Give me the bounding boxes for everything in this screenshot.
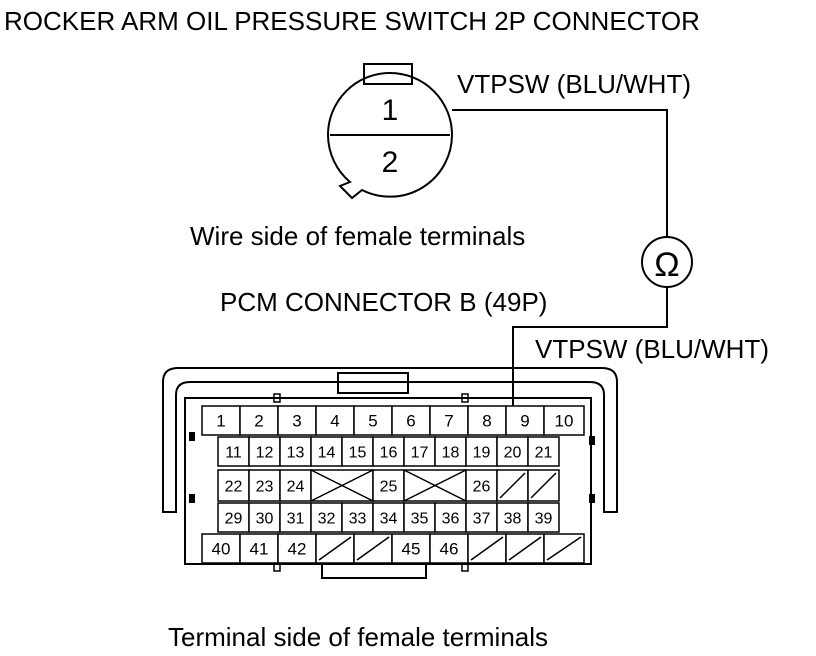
blocked-cavity-mark bbox=[310, 469, 374, 502]
pcm-terminal-label: 19 bbox=[473, 445, 491, 462]
pcm-terminal-label: 30 bbox=[256, 511, 274, 528]
pcm-terminal-cell bbox=[467, 405, 507, 436]
pcm-terminal-cell bbox=[201, 533, 241, 564]
pcm-terminal-label: 20 bbox=[504, 445, 522, 462]
pcm-terminal-cell bbox=[391, 405, 431, 436]
pcm-terminal-label: 14 bbox=[318, 445, 336, 462]
pcm-terminal-label: 8 bbox=[482, 412, 491, 431]
pcm-terminal-label: 41 bbox=[250, 540, 269, 559]
pcm-terminal-label: 21 bbox=[535, 445, 553, 462]
pcm-terminal-label: 5 bbox=[368, 412, 377, 431]
pcm-terminal-label: 18 bbox=[442, 445, 460, 462]
pcm-connector-title: PCM CONNECTOR B (49P) bbox=[220, 287, 547, 317]
pcm-terminal-cell bbox=[277, 533, 317, 564]
switch-wire-label: VTPSW (BLU/WHT) bbox=[457, 69, 691, 99]
pcm-terminal-label: 9 bbox=[520, 412, 529, 431]
pcm-terminal-label: 35 bbox=[411, 511, 429, 528]
switch-connector: 1 2 bbox=[326, 63, 454, 200]
unused-cavity-mark bbox=[508, 536, 542, 561]
pcm-terminal-label: 39 bbox=[535, 511, 553, 528]
pcm-caption: Terminal side of female terminals bbox=[168, 622, 548, 652]
pcm-terminal-label: 24 bbox=[287, 479, 305, 496]
diagram-title: ROCKER ARM OIL PRESSURE SWITCH 2P CONNEC… bbox=[4, 6, 700, 36]
vtpsw-wire-upper bbox=[452, 109, 668, 237]
pcm-terminal-label: 37 bbox=[473, 511, 491, 528]
pcm-terminal-label: 25 bbox=[380, 479, 398, 496]
pcm-terminal-cell bbox=[310, 502, 343, 533]
pcm-terminal-label: 34 bbox=[380, 511, 398, 528]
pcm-terminal-label: 36 bbox=[442, 511, 460, 528]
pcm-terminal-cell bbox=[372, 502, 405, 533]
pcm-terminal-label: 26 bbox=[473, 479, 491, 496]
pcm-terminal-cell bbox=[248, 502, 281, 533]
pcm-terminal-label: 12 bbox=[256, 445, 274, 462]
pcm-terminal-cell bbox=[372, 436, 405, 467]
pcm-terminal-cell bbox=[391, 533, 431, 564]
pcm-terminal-label: 33 bbox=[349, 511, 367, 528]
pcm-terminal-label: 16 bbox=[380, 445, 398, 462]
pcm-terminal-cell bbox=[248, 469, 281, 502]
pcm-terminal-label: 40 bbox=[212, 540, 231, 559]
unused-cavity-mark bbox=[318, 536, 352, 561]
pcm-terminal-label: 42 bbox=[288, 540, 307, 559]
pcm-terminal-label: 10 bbox=[555, 412, 574, 431]
pcm-terminal-cell bbox=[217, 502, 250, 533]
pcm-terminal-label: 38 bbox=[504, 511, 522, 528]
unused-cavity-mark bbox=[470, 536, 504, 561]
pcm-terminal-cell bbox=[465, 502, 498, 533]
pcm-terminal-label: 23 bbox=[256, 479, 274, 496]
pcm-terminal-label: 46 bbox=[440, 540, 459, 559]
pcm-terminal-label: 22 bbox=[225, 479, 243, 496]
pcm-terminal-cell bbox=[429, 533, 469, 564]
unused-cavity-mark bbox=[499, 472, 526, 499]
ohmmeter-icon: Ω bbox=[641, 236, 693, 288]
pcm-terminal-label: 6 bbox=[406, 412, 415, 431]
switch-caption: Wire side of female terminals bbox=[190, 221, 525, 251]
pcm-terminal-cell bbox=[496, 436, 529, 467]
unused-cavity-mark bbox=[546, 536, 582, 561]
pcm-terminal-cell bbox=[279, 436, 312, 467]
pcm-wire-label: VTPSW (BLU/WHT) bbox=[535, 334, 769, 364]
pcm-terminal-label: 4 bbox=[330, 412, 339, 431]
unused-cavity-mark bbox=[356, 536, 390, 561]
pcm-terminal-cell bbox=[217, 436, 250, 467]
pcm-terminal-label: 11 bbox=[225, 445, 242, 462]
pcm-terminal-label: 45 bbox=[402, 540, 421, 559]
pcm-terminal-cell bbox=[372, 469, 405, 502]
switch-pin-1: 1 bbox=[382, 94, 399, 127]
pcm-terminal-cell bbox=[434, 436, 467, 467]
pcm-terminal-cell bbox=[543, 405, 585, 436]
pcm-terminal-label: 17 bbox=[411, 445, 429, 462]
pcm-terminal-cell bbox=[527, 436, 560, 467]
pcm-terminal-cell bbox=[248, 436, 281, 467]
blocked-cavity-mark bbox=[403, 469, 467, 502]
pcm-terminal-label: 15 bbox=[349, 445, 367, 462]
unused-cavity-mark bbox=[530, 472, 557, 499]
pcm-terminal-cell bbox=[310, 436, 343, 467]
pcm-terminal-label: 7 bbox=[444, 412, 453, 431]
pcm-terminal-label: 3 bbox=[292, 412, 301, 431]
ohm-symbol: Ω bbox=[654, 246, 679, 284]
pcm-terminal-cell bbox=[403, 502, 436, 533]
switch-pin-2: 2 bbox=[382, 146, 399, 179]
pcm-terminal-label: 29 bbox=[225, 511, 243, 528]
pcm-terminal-label: 32 bbox=[318, 511, 336, 528]
pcm-terminal-label: 31 bbox=[287, 511, 305, 528]
pcm-terminal-cell bbox=[527, 502, 560, 533]
pcm-terminal-label: 1 bbox=[216, 412, 225, 431]
vtpsw-wire-lower bbox=[512, 287, 668, 430]
pcm-terminal-label: 2 bbox=[254, 412, 263, 431]
pcm-terminal-label: 13 bbox=[287, 445, 305, 462]
pcm-terminal-cell bbox=[341, 436, 374, 467]
pcm-terminal-cell bbox=[403, 436, 436, 467]
